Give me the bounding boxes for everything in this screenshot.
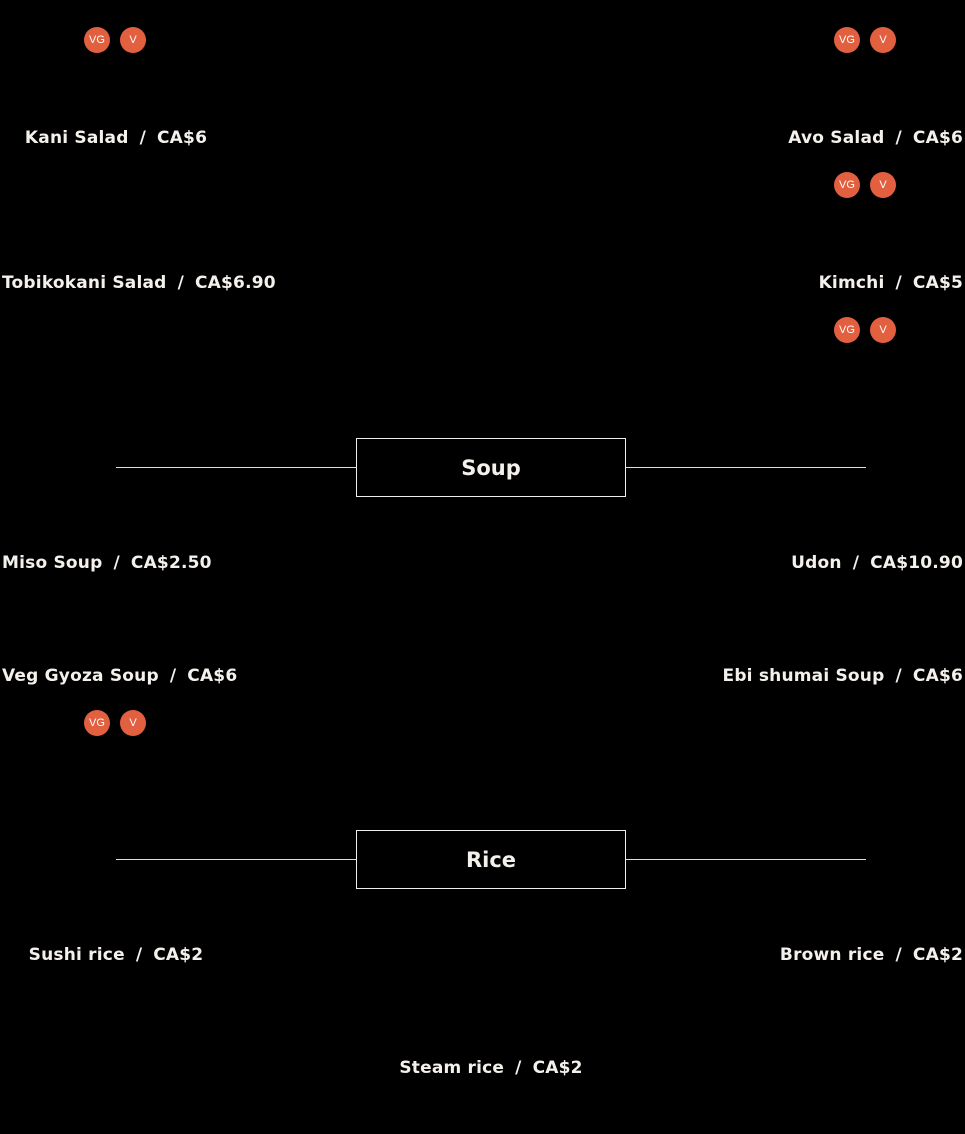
item-name: Avo Salad (788, 128, 885, 148)
menu-item: Kimchi / CA$5 (819, 273, 963, 293)
vegan-badge-icon: VG (834, 27, 860, 53)
item-price: CA$6.90 (194, 273, 276, 293)
item-price: CA$10.90 (870, 553, 963, 573)
separator: / (895, 273, 902, 293)
item-price: CA$2 (532, 1058, 583, 1078)
item-name: Veg Gyoza Soup (2, 666, 159, 686)
separator: / (135, 945, 143, 965)
item-price: CA$5 (912, 273, 963, 293)
vegetarian-badge-icon: V (870, 27, 896, 53)
menu-item: Ebi shumai Soup / CA$6 (723, 666, 964, 686)
separator: / (895, 945, 902, 965)
menu-item: Sushi rice / CA$2 (29, 945, 204, 965)
item-name: Tobikokani Salad (2, 273, 167, 293)
diet-badges: VG V (834, 317, 896, 343)
item-price: CA$6 (187, 666, 238, 686)
diet-badges: VG V (84, 27, 146, 53)
item-price: CA$2 (912, 945, 963, 965)
vegetarian-badge-icon: V (120, 27, 146, 53)
vegan-badge-icon: VG (84, 27, 110, 53)
item-name: Miso Soup (2, 553, 103, 573)
item-name: Brown rice (779, 945, 885, 965)
item-name: Sushi rice (28, 945, 125, 965)
separator: / (113, 553, 120, 573)
soup-section-header: Soup (116, 438, 866, 498)
separator: / (852, 553, 860, 573)
item-name: Kimchi (818, 273, 885, 293)
rice-section-header: Rice (116, 830, 866, 890)
item-name: Steam rice (399, 1058, 505, 1078)
item-price: CA$2.50 (130, 553, 212, 573)
vegan-badge-icon: VG (834, 172, 860, 198)
menu-item: Veg Gyoza Soup / CA$6 (2, 666, 237, 686)
item-price: CA$2 (153, 945, 204, 965)
item-name: Ebi shumai Soup (722, 666, 885, 686)
menu-item: Kani Salad / CA$6 (25, 128, 207, 148)
vegetarian-badge-icon: V (870, 317, 896, 343)
item-price: CA$6 (157, 128, 208, 148)
vegan-badge-icon: VG (84, 710, 110, 736)
separator: / (169, 666, 177, 686)
menu-item: Miso Soup / CA$2.50 (2, 553, 212, 573)
diet-badges: VG V (834, 27, 896, 53)
item-price: CA$6 (912, 666, 963, 686)
section-title: Rice (356, 830, 626, 889)
menu-item: Avo Salad / CA$6 (788, 128, 963, 148)
vegan-badge-icon: VG (834, 317, 860, 343)
separator: / (515, 1058, 522, 1078)
section-title: Soup (356, 438, 626, 497)
item-price: CA$6 (912, 128, 963, 148)
menu-item: Brown rice / CA$2 (780, 945, 963, 965)
menu-item: Tobikokani Salad / CA$6.90 (2, 273, 276, 293)
separator: / (177, 273, 184, 293)
menu-item: Udon / CA$10.90 (791, 553, 963, 573)
vegetarian-badge-icon: V (870, 172, 896, 198)
diet-badges: VG V (84, 710, 146, 736)
separator: / (895, 666, 902, 686)
menu-item: Steam rice / CA$2 (399, 1058, 582, 1078)
separator: / (139, 128, 147, 148)
item-name: Udon (791, 553, 842, 573)
diet-badges: VG V (834, 172, 896, 198)
separator: / (895, 128, 902, 148)
item-name: Kani Salad (24, 128, 129, 148)
vegetarian-badge-icon: V (120, 710, 146, 736)
